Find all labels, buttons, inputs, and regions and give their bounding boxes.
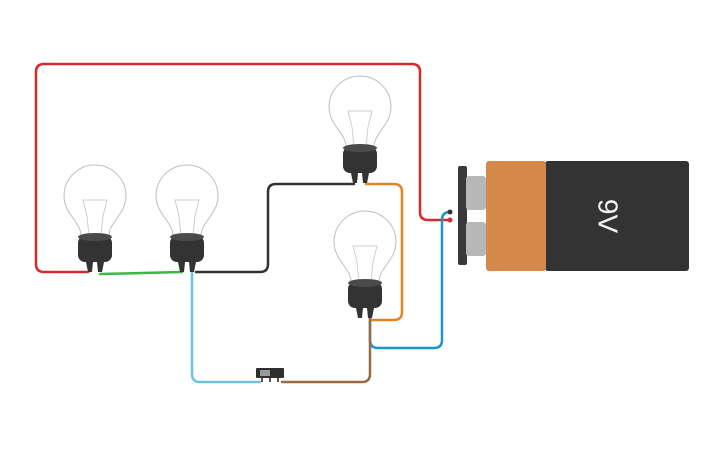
bulb-base bbox=[348, 282, 382, 308]
bulb-glass bbox=[333, 210, 397, 283]
bulb-glass bbox=[155, 164, 219, 237]
wire-light-blue[interactable] bbox=[190, 270, 262, 384]
bulb-glass bbox=[328, 75, 392, 148]
wire-blue[interactable] bbox=[368, 210, 452, 350]
bulb-glass bbox=[63, 164, 127, 237]
battery-terminal-cap bbox=[458, 166, 467, 265]
bulb-collar bbox=[343, 144, 377, 152]
bulb-terminal bbox=[86, 262, 104, 272]
slide-switch[interactable] bbox=[256, 368, 284, 382]
bulb-collar bbox=[348, 279, 382, 287]
bulb-base bbox=[78, 236, 112, 262]
bulb-base bbox=[343, 147, 377, 173]
bulb-4[interactable] bbox=[333, 210, 397, 318]
battery-9v[interactable]: 9V bbox=[447, 161, 690, 271]
battery-connector[interactable] bbox=[447, 217, 453, 223]
wire-orange[interactable] bbox=[364, 182, 404, 322]
wire-brown[interactable] bbox=[280, 316, 372, 384]
wires bbox=[34, 62, 452, 384]
wire-dark[interactable] bbox=[194, 182, 356, 274]
battery-band bbox=[486, 161, 546, 271]
battery-terminal-positive bbox=[466, 176, 486, 210]
bulb-filament bbox=[82, 199, 108, 237]
bulb-3[interactable] bbox=[328, 75, 392, 183]
bulb-filament bbox=[174, 199, 200, 237]
bulb-base bbox=[170, 236, 204, 262]
bulb-2[interactable] bbox=[155, 164, 219, 272]
battery-body bbox=[545, 161, 689, 271]
bulb-terminal bbox=[178, 262, 196, 272]
wire-green[interactable] bbox=[98, 270, 184, 276]
bulb-collar bbox=[78, 233, 112, 241]
wire-red[interactable] bbox=[34, 62, 452, 274]
bulb-terminal bbox=[351, 173, 369, 183]
bulb-collar bbox=[170, 233, 204, 241]
bulb-filament bbox=[347, 110, 373, 148]
battery-label: 9V bbox=[593, 199, 624, 234]
battery-terminal-negative bbox=[466, 222, 486, 256]
bulb-1[interactable] bbox=[63, 164, 127, 272]
switch-slider[interactable] bbox=[260, 370, 270, 376]
bulb-terminal bbox=[356, 308, 374, 318]
bulb-filament bbox=[352, 245, 378, 283]
battery-connector[interactable] bbox=[447, 209, 453, 215]
